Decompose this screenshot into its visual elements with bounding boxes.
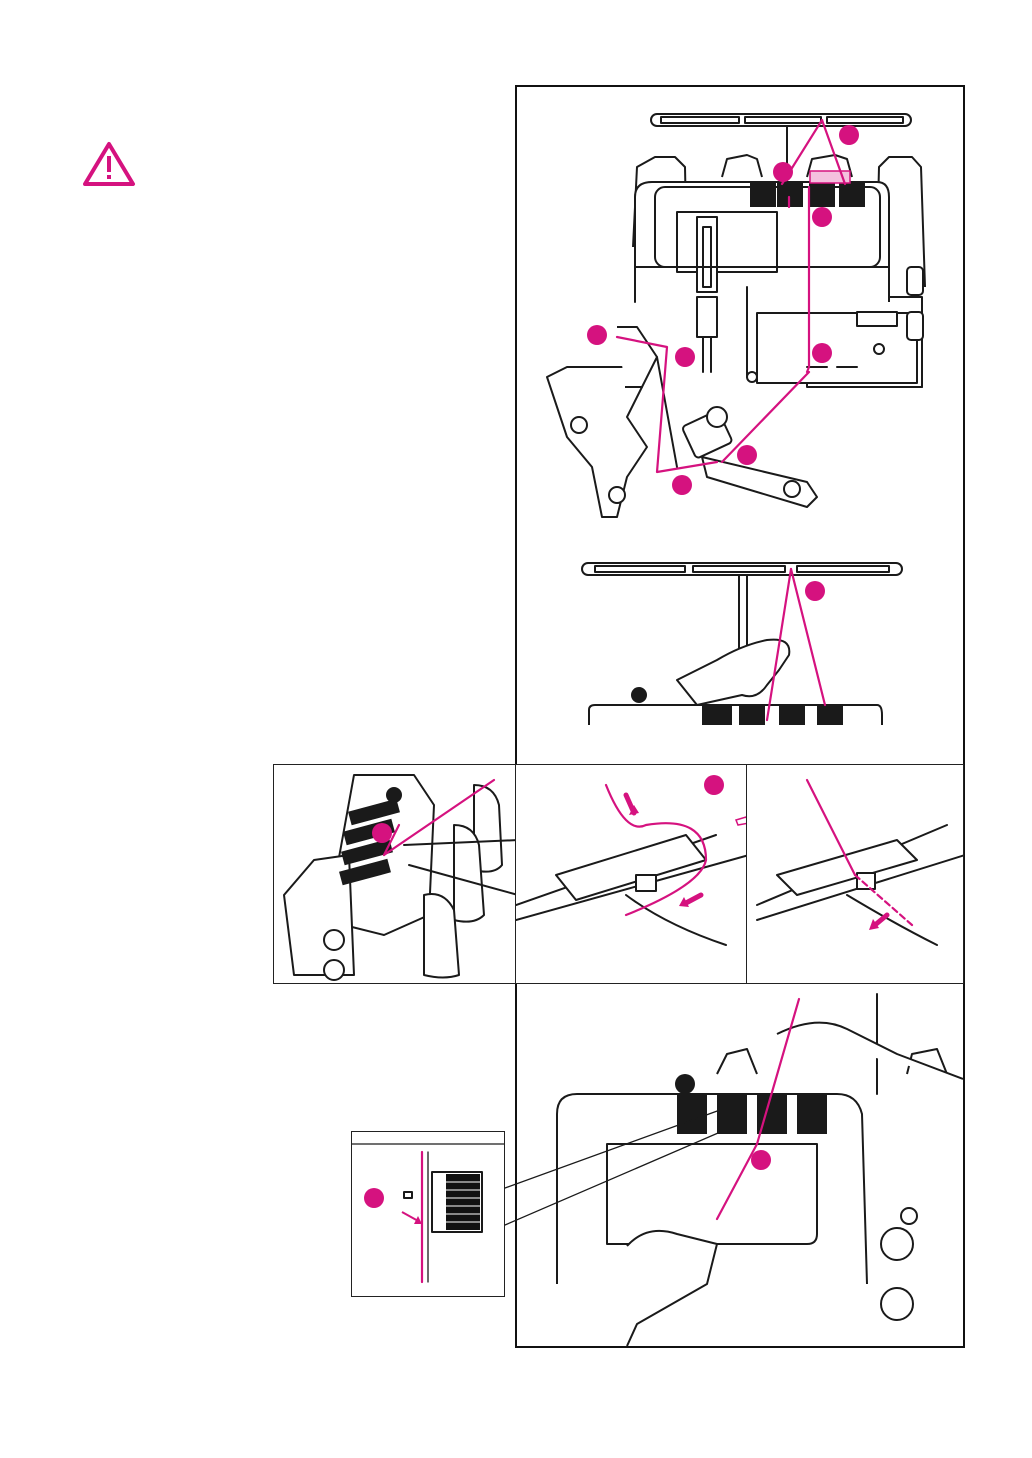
thread-guide-figure [517,555,963,725]
tension-dial-detail-panel [273,764,517,984]
thread-insert-step-2-panel [746,764,964,984]
thread-insert-step-1-panel [515,764,748,984]
warning-triangle-icon [82,140,136,188]
threading-overview-figure [517,87,963,547]
closeup-connector-lines [480,1100,740,1240]
